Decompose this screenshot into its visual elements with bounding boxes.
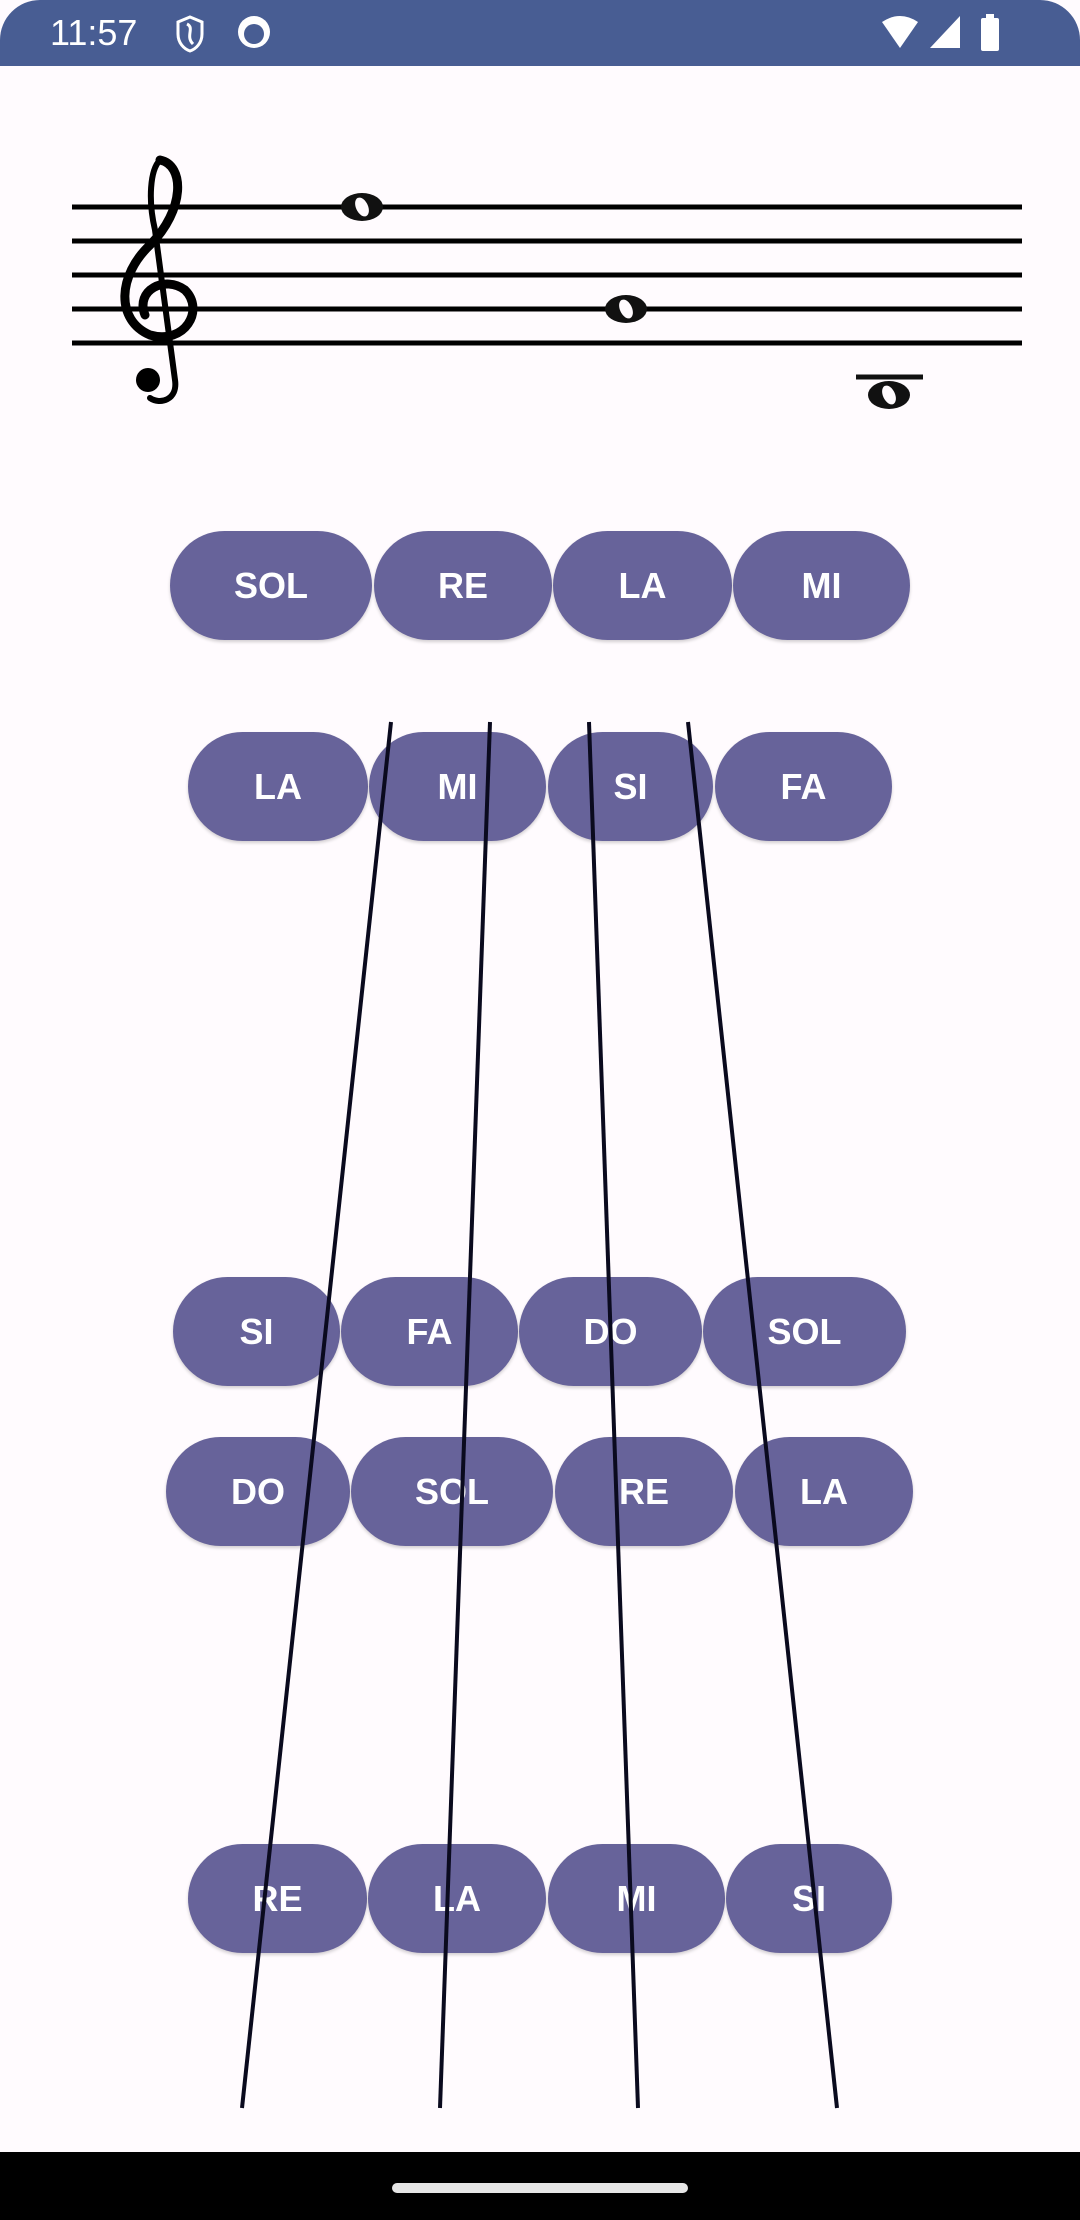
note-button[interactable]: FA: [341, 1277, 518, 1386]
note-button[interactable]: RE: [188, 1844, 367, 1953]
note-button[interactable]: LA: [735, 1437, 913, 1546]
note-button[interactable]: SI: [173, 1277, 340, 1386]
cat-icon: [238, 16, 270, 48]
note-button[interactable]: SI: [726, 1844, 892, 1953]
wifi-icon: [882, 16, 918, 48]
treble-clef-icon: [120, 155, 198, 404]
note-button[interactable]: RE: [555, 1437, 733, 1546]
note-button[interactable]: SOL: [351, 1437, 553, 1546]
note-button[interactable]: FA: [715, 732, 892, 841]
shield-icon: [176, 15, 204, 53]
note-button[interactable]: DO: [166, 1437, 350, 1546]
note-button[interactable]: LA: [188, 732, 368, 841]
battery-icon: [981, 14, 999, 51]
whole-note: [605, 295, 647, 323]
note-button[interactable]: SI: [548, 732, 713, 841]
note-button[interactable]: RE: [374, 531, 552, 640]
note-button[interactable]: MI: [369, 732, 546, 841]
note-button[interactable]: DO: [519, 1277, 702, 1386]
note-button[interactable]: MI: [733, 531, 910, 640]
status-time: 11:57: [50, 12, 138, 53]
home-gesture-handle[interactable]: [392, 2183, 688, 2193]
navigation-bar: [0, 2152, 1080, 2220]
staff-lines: [72, 204, 1022, 346]
note-button[interactable]: SOL: [170, 531, 372, 640]
note-button[interactable]: LA: [553, 531, 732, 640]
note-button[interactable]: LA: [368, 1844, 546, 1953]
whole-note: [868, 381, 910, 409]
signal-icon: [930, 16, 960, 48]
status-bar: 11:57: [0, 0, 1080, 66]
music-staff: [72, 155, 1022, 409]
whole-note: [341, 193, 383, 221]
note-button[interactable]: SOL: [703, 1277, 906, 1386]
note-button[interactable]: MI: [548, 1844, 725, 1953]
